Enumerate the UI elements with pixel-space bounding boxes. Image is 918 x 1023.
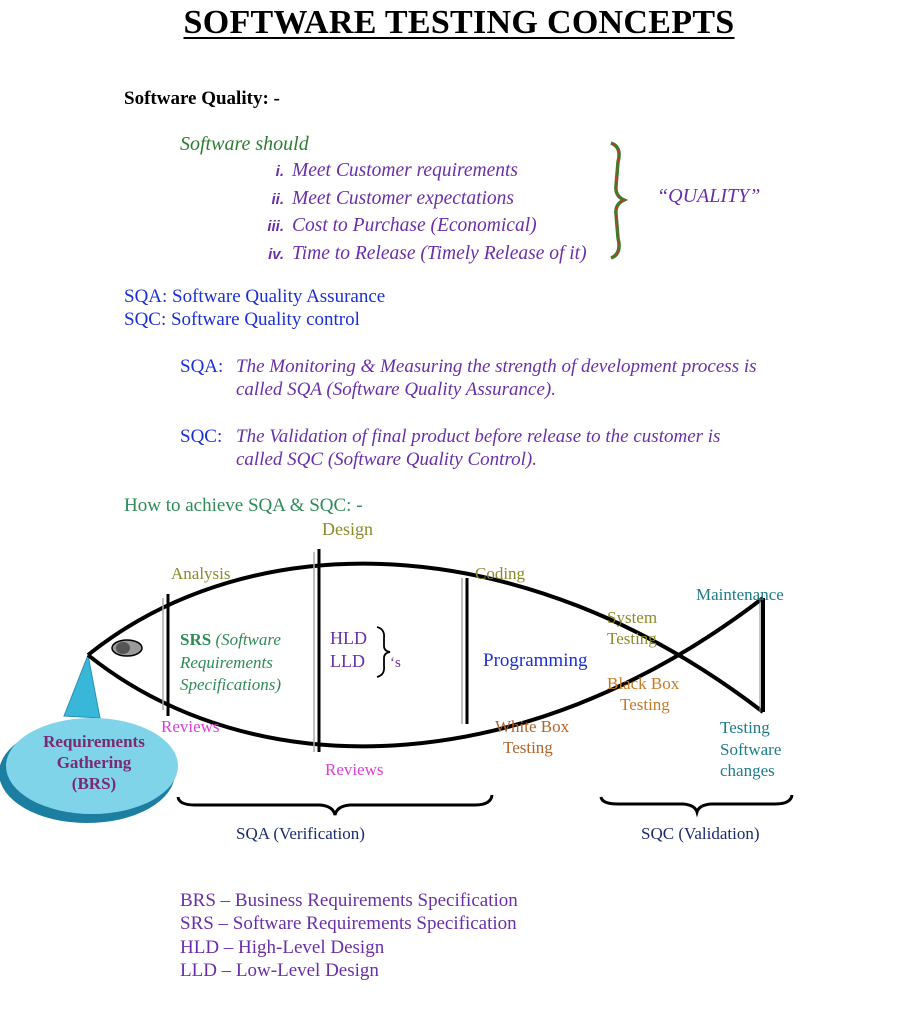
design-label: Design [322,519,373,539]
system-testing-label-1: System [607,608,658,627]
white-box-label-2: Testing [503,738,553,757]
list-item: BRS – Business Requirements Specificatio… [180,890,518,911]
system-testing-label-2: Testing [607,629,657,648]
reviews-left-label: Reviews [161,717,220,736]
reviews-bottom-label: Reviews [325,760,384,779]
list-item: HLD – High-Level Design [180,936,385,958]
testing-software-changes-label: Testing Software changes [720,718,782,780]
sqa-explanation: SQA:The Monitoring & Measuring the stren… [180,356,757,400]
list-item: i.Meet Customer requirements [275,160,519,181]
requirements-gathering-bubble: Requirements Gathering (BRS) [43,732,145,793]
s-suffix: ‘s [390,655,401,671]
quality-label: “QUALITY” [657,185,761,207]
achieve-heading: How to achieve SQA & SQC: - [124,495,363,516]
abbreviations-list: BRS – Business Requirements Specificatio… [180,889,518,982]
list-item: iv.Time to Release (Timely Release of it… [268,242,587,264]
definitions-block: SQA: Software Quality Assurance SQC: Sof… [124,285,385,331]
sqa-verification-label: SQA (Verification) [236,824,365,843]
list-item: LLD – Low-Level Design [180,959,379,981]
list-item: ii.Meet Customer expectations [271,187,515,209]
list-item: SRS – Software Requirements Specificatio… [180,913,517,935]
black-box-label-1: Black Box [607,674,680,693]
white-box-label-1: White Box [495,717,570,736]
hld-label: HLD [330,628,367,648]
programming-label: Programming [483,650,588,671]
sqc-explanation: SQC:The Validation of final product befo… [180,426,721,470]
analysis-label: Analysis [171,564,231,583]
software-should-intro: Software should [180,133,309,155]
sqa-definition: SQA: Software Quality Assurance [124,286,386,307]
srs-label: SRS (Software Requirements Specification… [180,630,282,694]
maintenance-label: Maintenance [696,585,784,604]
software-quality-heading: Software Quality: - [124,88,280,109]
sqc-definition: SQC: Software Quality control [124,309,360,330]
sqc-validation-label: SQC (Validation) [641,824,760,843]
page-title: SOFTWARE TESTING CONCEPTS [183,4,735,41]
black-box-label-2: Testing [620,695,670,714]
coding-label: Coding [475,564,526,583]
lld-label: LLD [330,651,365,671]
list-item: iii.Cost to Purchase (Economical) [267,215,537,236]
quality-criteria-list: i.Meet Customer requirements ii.Meet Cus… [258,158,587,268]
